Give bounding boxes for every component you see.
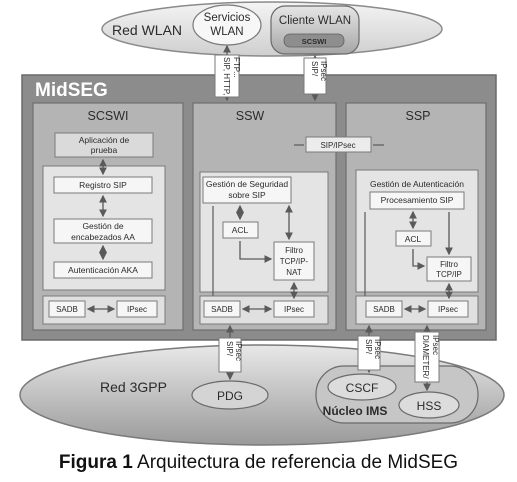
ssw-acl-label: ACL (232, 225, 249, 235)
ssp-procesamiento-box (369, 191, 465, 210)
link-bottom-right-line-2: IPsec (431, 335, 440, 355)
ssw-gestion-line-1: Gestión de Seguridad (206, 179, 288, 189)
registro-sip-label: Registro SIP (79, 180, 127, 190)
pdg-node (191, 380, 269, 410)
servicios-wlan-node (192, 4, 262, 46)
hss-node (398, 391, 460, 419)
ssw-ipsec-box (273, 300, 315, 318)
ssw-title: SSW (236, 109, 265, 123)
sip-ipsec-link-label: SIP/IPsec (320, 141, 355, 150)
scswi-sadb-box (48, 300, 86, 318)
link-top-left-box (214, 54, 240, 98)
figure-caption: Figura 1 Arquitectura de referencia de M… (0, 452, 517, 474)
link-bottom-right-line-1: DIAMETER/ (421, 335, 430, 379)
link-top-right-box (303, 57, 327, 95)
ssp-procesamiento-label: Procesamiento SIP (381, 195, 454, 205)
link-top-left-line-1: SIP, HTTP, (222, 57, 231, 95)
autenticacion-aka-label: Autenticación AKA (68, 265, 138, 275)
midseg-title: MidSEG (35, 80, 108, 101)
ssw-filtro-line-3: NAT (286, 268, 302, 277)
ssw-ipsec-label: IPsec (284, 305, 304, 314)
ssp-filtro-box (426, 256, 472, 282)
arrow-ssp-acl-filtro (412, 249, 426, 270)
gestion-enc-line-1: Gestión de (82, 221, 123, 231)
link-top-left-line-2: FTP... (232, 57, 241, 78)
ssp-acl-box (395, 230, 432, 247)
app-prueba-line-2: prueba (91, 145, 118, 155)
ssp-ipsec-box (427, 300, 469, 318)
pdg-label: PDG (217, 389, 243, 403)
link-bottom-mid-line-2: IPsec (373, 339, 382, 359)
ssp-filtro-line-2: TCP/IP (436, 270, 462, 279)
ssp-gestion-label: Gestión de Autenticación (370, 179, 464, 189)
app-prueba-line-1: Aplicación de (79, 135, 130, 145)
ssw-sadb-label: SADB (211, 305, 233, 314)
caption-text: Arquitectura de referencia de MidSEG (137, 452, 459, 473)
link-bottom-left-line-1: SIP/ (225, 341, 234, 357)
link-top-right-line-2: IPsec (319, 61, 328, 81)
cscf-label: CSCF (346, 381, 379, 395)
nucleo-ims-label: Núcleo IMS (323, 404, 388, 418)
ssp-acl-label: ACL (405, 234, 422, 244)
link-bottom-mid-line-1: SIP/ (364, 339, 373, 355)
ssp-title: SSP (405, 109, 430, 123)
scswi-tag (283, 33, 345, 48)
hss-label: HSS (417, 399, 442, 413)
red-3gpp-label: Red 3GPP (100, 379, 167, 395)
ssp-ipsec-label: IPsec (438, 305, 458, 314)
scswi-title: SCSWI (88, 109, 129, 123)
link-bottom-right-box (414, 331, 440, 383)
red-wlan-label: Red WLAN (112, 22, 182, 38)
ssp-sadb-box (365, 300, 403, 318)
ssw-acl-box (222, 221, 259, 239)
link-top-right-line-1: SIP/ (310, 61, 319, 77)
link-bottom-left-box (218, 337, 242, 373)
ssw-gestion-box (202, 176, 292, 204)
link-bottom-mid-box (357, 335, 381, 371)
ssw-filtro-line-2: TCP/IP- (280, 257, 309, 266)
arrow-ssw-acl-filtro (239, 241, 273, 263)
servicios-line-2: WLAN (210, 26, 243, 38)
ssp-sadb-label: SADB (373, 305, 395, 314)
link-bottom-left-line-2: IPsec (234, 341, 243, 361)
sip-ipsec-link-box (305, 136, 372, 153)
scswi-ipsec-label: IPsec (127, 305, 147, 314)
cliente-wlan-label: Cliente WLAN (279, 15, 351, 27)
ssw-filtro-line-1: Filtro (285, 246, 303, 255)
ssw-filtro-box (273, 241, 315, 281)
scswi-ipsec-box (116, 300, 158, 318)
scswi-sadb-label: SADB (56, 305, 78, 314)
ssw-sadb-box (203, 300, 241, 318)
servicios-line-1: Servicios (204, 12, 251, 24)
ssw-gestion-line-2: sobre SIP (228, 190, 266, 200)
cscf-node (327, 373, 397, 401)
ssp-filtro-line-1: Filtro (440, 260, 458, 269)
scswi-tag-label: SCSWI (302, 37, 327, 46)
app-prueba-box (54, 132, 154, 158)
gestion-encabezados-box (53, 218, 153, 244)
gestion-enc-line-2: encabezados AA (71, 232, 135, 242)
caption-figure-number: Figura 1 (58, 452, 133, 473)
registro-sip-box (53, 176, 153, 194)
autenticacion-aka-box (53, 261, 153, 279)
